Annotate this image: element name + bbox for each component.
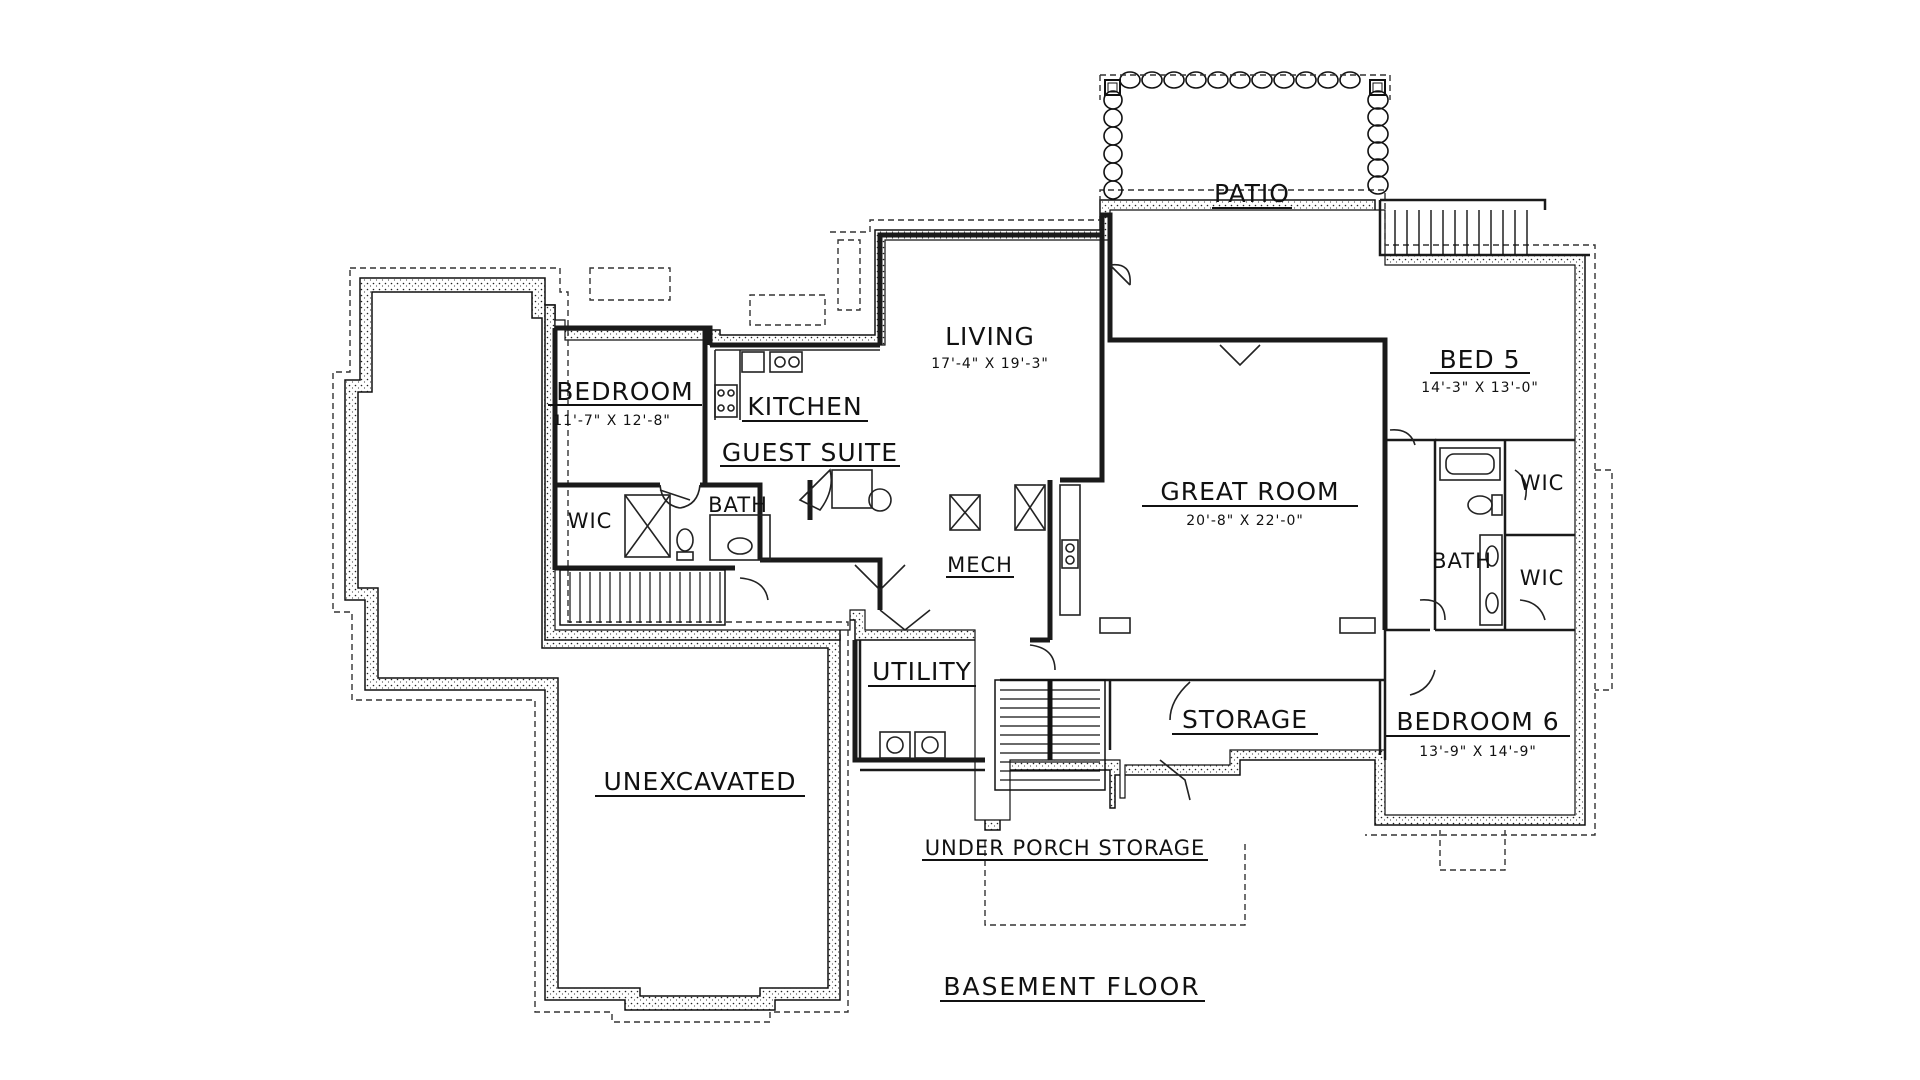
room-labels: PATIO LIVING 17'-4" X 19'-3" BED 5 14'-3…	[548, 179, 1570, 1002]
under-porch-label: UNDER PORCH STORAGE	[925, 836, 1206, 860]
storage-label: STORAGE	[1182, 705, 1308, 734]
patio-posts	[1099, 74, 1391, 100]
paver-stone	[1273, 71, 1295, 89]
paver-stone	[1367, 158, 1389, 178]
paver-stone	[1367, 90, 1389, 110]
bed5-label: BED 5	[1439, 345, 1520, 374]
deck-stair	[1378, 198, 1590, 257]
paver-stone	[1103, 144, 1123, 164]
paver-stone	[1339, 71, 1361, 89]
guest-suite-label: GUEST SUITE	[722, 438, 898, 467]
bedroom6-dims: 13'-9" X 14'-9"	[1419, 744, 1537, 760]
paver-stone	[1229, 71, 1251, 89]
patio-pavers	[1103, 71, 1389, 200]
great-room-dims: 20'-8" X 22'-0"	[1186, 513, 1304, 529]
paver-stone	[1367, 175, 1389, 195]
interior-walls	[552, 212, 1575, 772]
bedroom6-label: BEDROOM 6	[1396, 707, 1559, 736]
paver-stone	[1295, 71, 1317, 89]
bath-left-label: BATH	[708, 493, 768, 517]
dashed-outlines	[332, 189, 1613, 1023]
paver-stone	[1317, 71, 1339, 89]
wic-right-bottom-label: WIC	[1520, 566, 1565, 590]
foundation-walls	[344, 199, 1586, 1011]
unexcavated-label: UNEXCAVATED	[603, 767, 796, 796]
bedroom-dims: 11'-7" X 12'-8"	[553, 413, 671, 429]
paver-stone	[1103, 126, 1123, 146]
bed5-dims: 14'-3" X 13'-0"	[1421, 380, 1539, 396]
door-swings	[659, 263, 1546, 801]
paver-stone	[1367, 141, 1389, 161]
living-dims: 17'-4" X 19'-3"	[931, 356, 1049, 372]
guest-stair	[559, 569, 726, 626]
great-room-label: GREAT ROOM	[1160, 477, 1339, 506]
paver-stone	[1141, 71, 1163, 89]
mech-label: MECH	[947, 553, 1013, 577]
bedroom-label: BEDROOM	[556, 377, 694, 406]
wic-right-top-label: WIC	[1520, 471, 1565, 495]
fixtures	[624, 349, 1503, 759]
wic-left-label: WIC	[568, 509, 613, 533]
living-label: LIVING	[945, 322, 1035, 351]
paver-stone	[1185, 71, 1207, 89]
bath-right-label: BATH	[1432, 549, 1492, 573]
paver-stone	[1367, 107, 1389, 127]
kitchen-label: KITCHEN	[747, 392, 862, 421]
paver-stone	[1251, 71, 1273, 89]
patio-label: PATIO	[1214, 179, 1290, 208]
paver-stone	[1103, 162, 1123, 182]
main-stair	[994, 679, 1106, 791]
utility-label: UTILITY	[872, 657, 972, 686]
paver-stone	[1367, 124, 1389, 144]
paver-stone	[1103, 108, 1123, 128]
paver-stone	[1163, 71, 1185, 89]
paver-stone	[1207, 71, 1229, 89]
plan-title: BASEMENT FLOOR	[943, 972, 1200, 1001]
paver-stone	[1103, 180, 1123, 200]
